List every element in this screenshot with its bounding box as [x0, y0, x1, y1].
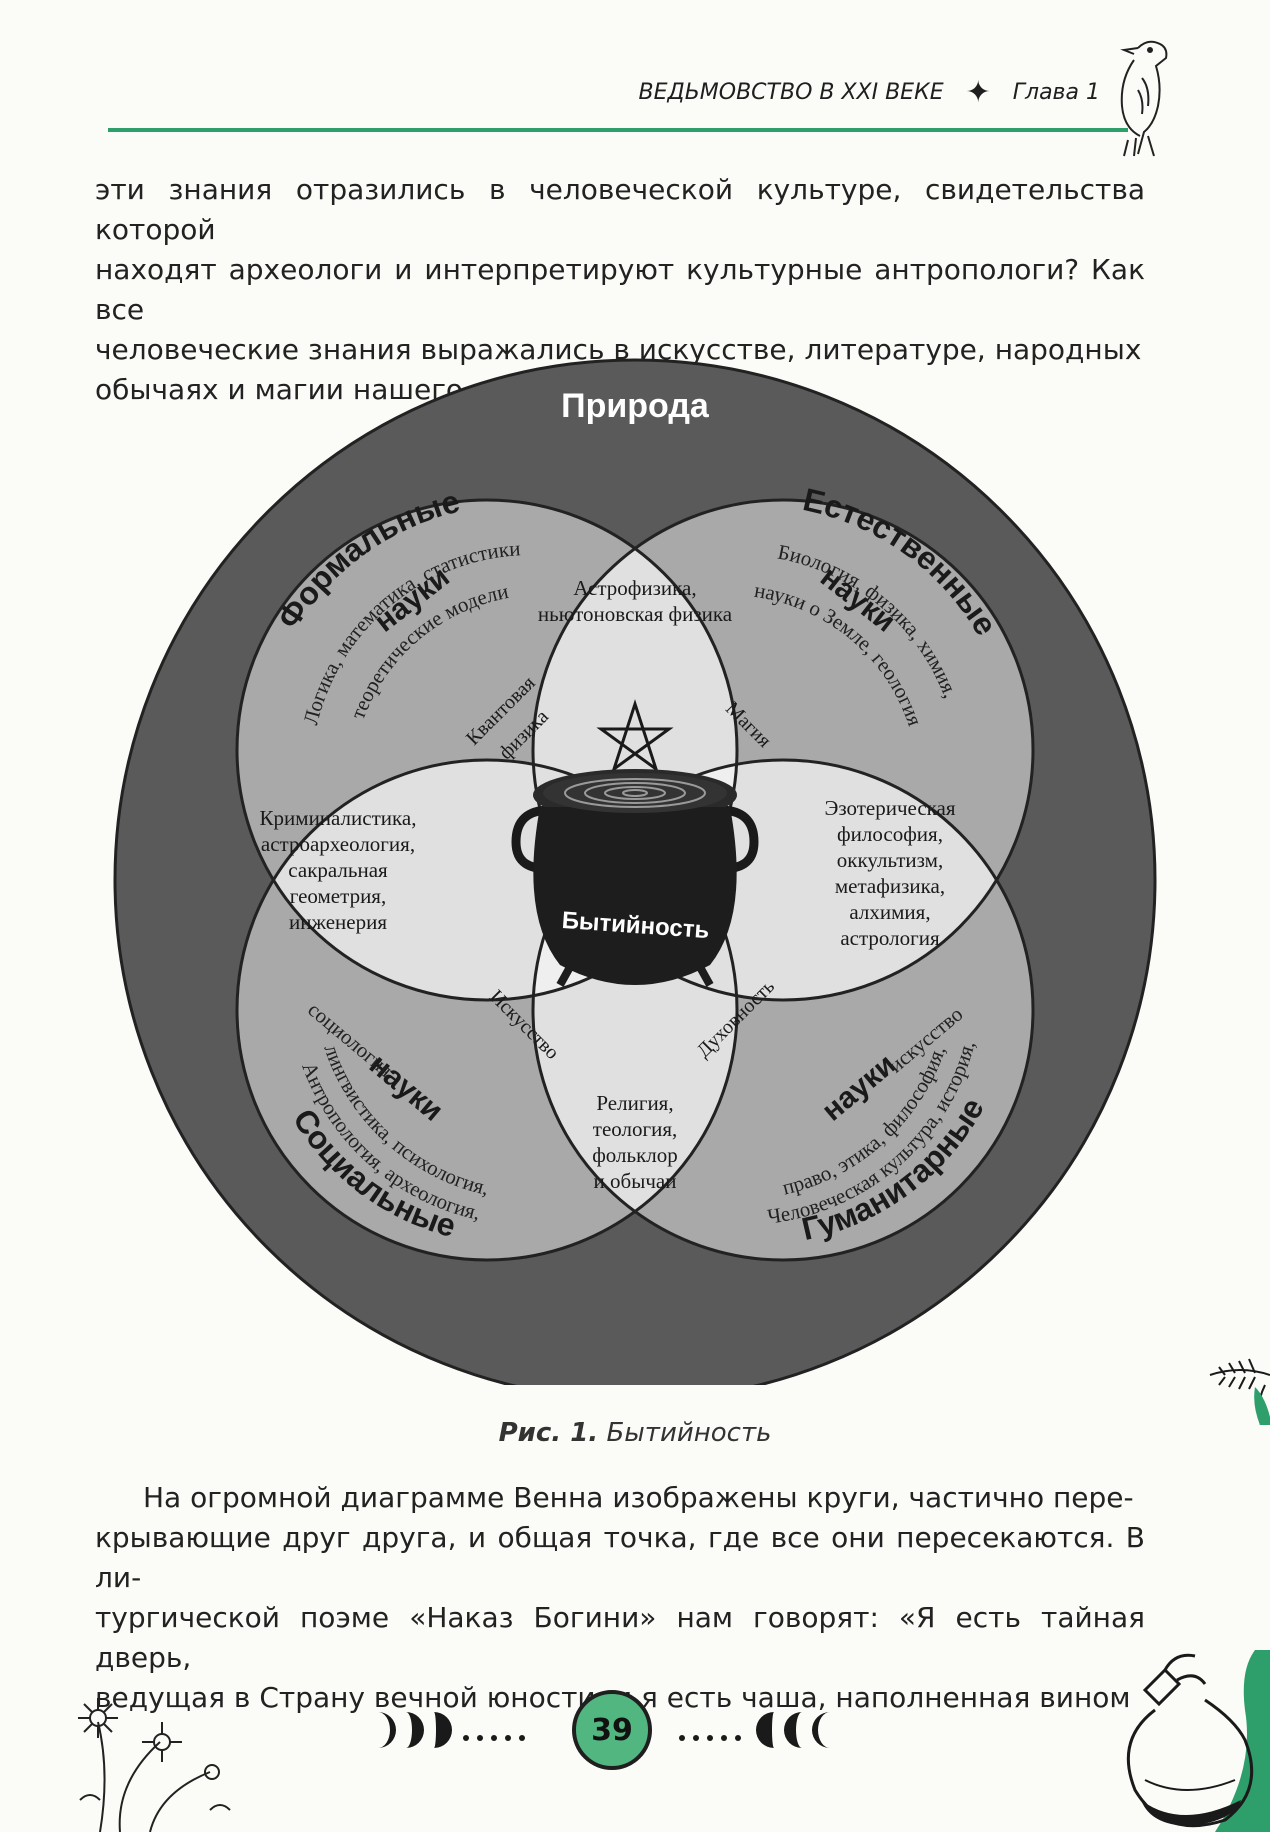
- svg-text:геометрия,: геометрия,: [290, 884, 386, 908]
- body-line: крывающие друг друга, и общая точка, где…: [95, 1521, 1145, 1594]
- page-header: ВЕДЬМОВСТВО В XXI ВЕКЕ ✦ Глава 1: [0, 0, 1270, 157]
- svg-text:метафизика,: метафизика,: [835, 874, 945, 898]
- caption-text: Бытийность: [606, 1418, 772, 1448]
- body-paragraph: На огромной диаграмме Венна изображены к…: [95, 1478, 1145, 1718]
- dot-leader-right: [679, 1735, 741, 1741]
- overlap-right: Эзотерическая философия, оккультизм, мет…: [824, 796, 955, 950]
- svg-text:фольклор: фольклор: [592, 1143, 678, 1167]
- svg-text:философия,: философия,: [837, 822, 943, 846]
- running-head: ВЕДЬМОВСТВО В XXI ВЕКЕ ✦ Глава 1: [638, 74, 1100, 110]
- body-line: На огромной диаграмме Венна изображены к…: [143, 1481, 1134, 1514]
- svg-text:астроархеология,: астроархеология,: [261, 832, 415, 856]
- page-number: 39: [572, 1690, 652, 1770]
- svg-text:ньютоновская физика: ньютоновская физика: [538, 602, 733, 626]
- intro-line: эти знания отразились в человеческой кул…: [95, 173, 1145, 246]
- svg-text:Криминалистика,: Криминалистика,: [260, 806, 417, 830]
- pentagram-icon: [596, 699, 674, 773]
- outer-label: Природа: [561, 387, 710, 425]
- herb-sprig-icon: [1209, 1358, 1270, 1425]
- body-line: тургической поэме «Наказ Богини» нам гов…: [95, 1601, 1145, 1674]
- chamomile-flowers-icon: [78, 1698, 231, 1832]
- overlap-left: Криминалистика, астроархеология, сакраль…: [260, 806, 417, 934]
- moon-phases-row: [378, 1712, 830, 1748]
- svg-text:инженерия: инженерия: [289, 910, 387, 934]
- svg-text:и обычаи: и обычаи: [594, 1169, 677, 1193]
- overlap-bottom: Религия, теология, фольклор и обычаи: [592, 1091, 678, 1193]
- header-rule: [108, 128, 1128, 132]
- svg-text:астрология: астрология: [840, 926, 940, 950]
- figure-caption: Рис. 1. Бытийность: [0, 1418, 1270, 1448]
- overlap-top: Астрофизика, ньютоновская физика: [538, 576, 733, 626]
- svg-text:Астрофизика,: Астрофизика,: [573, 576, 696, 600]
- venn-diagram: Природа Формальные науки Логика, математ…: [113, 358, 1157, 1385]
- svg-text:Религия,: Религия,: [596, 1091, 673, 1115]
- cauldron-icon: [511, 769, 759, 987]
- svg-text:оккультизм,: оккультизм,: [837, 848, 943, 872]
- svg-text:Эзотерическая: Эзотерическая: [824, 796, 955, 820]
- book-title: ВЕДЬМОВСТВО В XXI ВЕКЕ: [638, 80, 944, 105]
- raven-icon: [1120, 40, 1168, 157]
- chapter-label: Глава 1: [1012, 80, 1100, 105]
- potion-bottle-icon: [1126, 1650, 1270, 1832]
- caption-label: Рис. 1.: [498, 1418, 599, 1448]
- dot-leader-left: [463, 1735, 525, 1741]
- svg-text:алхимия,: алхимия,: [849, 900, 930, 924]
- svg-text:сакральная: сакральная: [288, 858, 388, 882]
- svg-text:теология,: теология,: [593, 1117, 677, 1141]
- intro-line: находят археологи и интерпретируют культ…: [95, 253, 1145, 326]
- star-icon: ✦: [965, 74, 991, 110]
